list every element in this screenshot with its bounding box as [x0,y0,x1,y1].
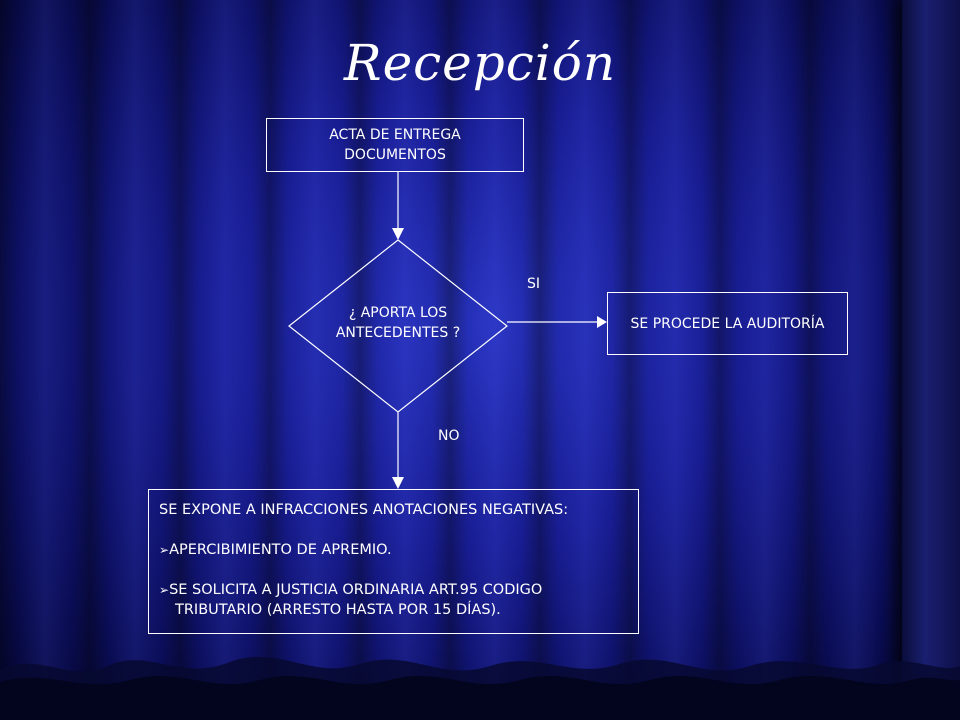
node-acta-line1: ACTA DE ENTREGA [329,127,461,143]
infracciones-item-1: ➢APERCIBIMIENTO DE APREMIO. [159,540,628,560]
slide-title: Recepción [343,34,617,92]
node-infracciones: SE EXPONE A INFRACCIONES ANOTACIONES NEG… [148,489,639,634]
node-decision-line2: ANTECEDENTES ? [335,325,461,341]
node-acta-line2: DOCUMENTOS [344,147,446,163]
infracciones-item-2: ➢SE SOLICITA A JUSTICIA ORDINARIA ART.95… [159,580,628,600]
node-procede-auditoria: SE PROCEDE LA AUDITORÍA [607,292,848,355]
node-auditoria-text: SE PROCEDE LA AUDITORÍA [630,315,825,332]
node-decision-line1: ¿ APORTA LOS [348,305,448,321]
arrowhead-to-decision [392,228,404,240]
edge-label-si: SI [527,276,541,292]
infracciones-heading: SE EXPONE A INFRACCIONES ANOTACIONES NEG… [159,502,569,518]
node-acta-entrega: ACTA DE ENTREGA DOCUMENTOS [266,118,524,172]
arrowhead-to-auditoria [597,316,607,328]
infracciones-item-1-text: APERCIBIMIENTO DE APREMIO. [169,542,392,558]
curtain-right-panel [902,0,960,720]
arrowhead-to-infracciones [392,477,404,489]
edge-label-no: NO [438,428,460,444]
curtain-hem [0,656,960,720]
arrow-bullet-icon: ➢ [159,543,170,557]
node-decision-label: ¿ APORTA LOS ANTECEDENTES ? [300,303,496,343]
infracciones-item-2-text: SE SOLICITA A JUSTICIA ORDINARIA ART.95 … [169,582,543,598]
arrow-bullet-icon: ➢ [159,583,170,597]
infracciones-item-2-continuation: TRIBUTARIO (ARRESTO HASTA POR 15 DÍAS). [175,602,501,618]
